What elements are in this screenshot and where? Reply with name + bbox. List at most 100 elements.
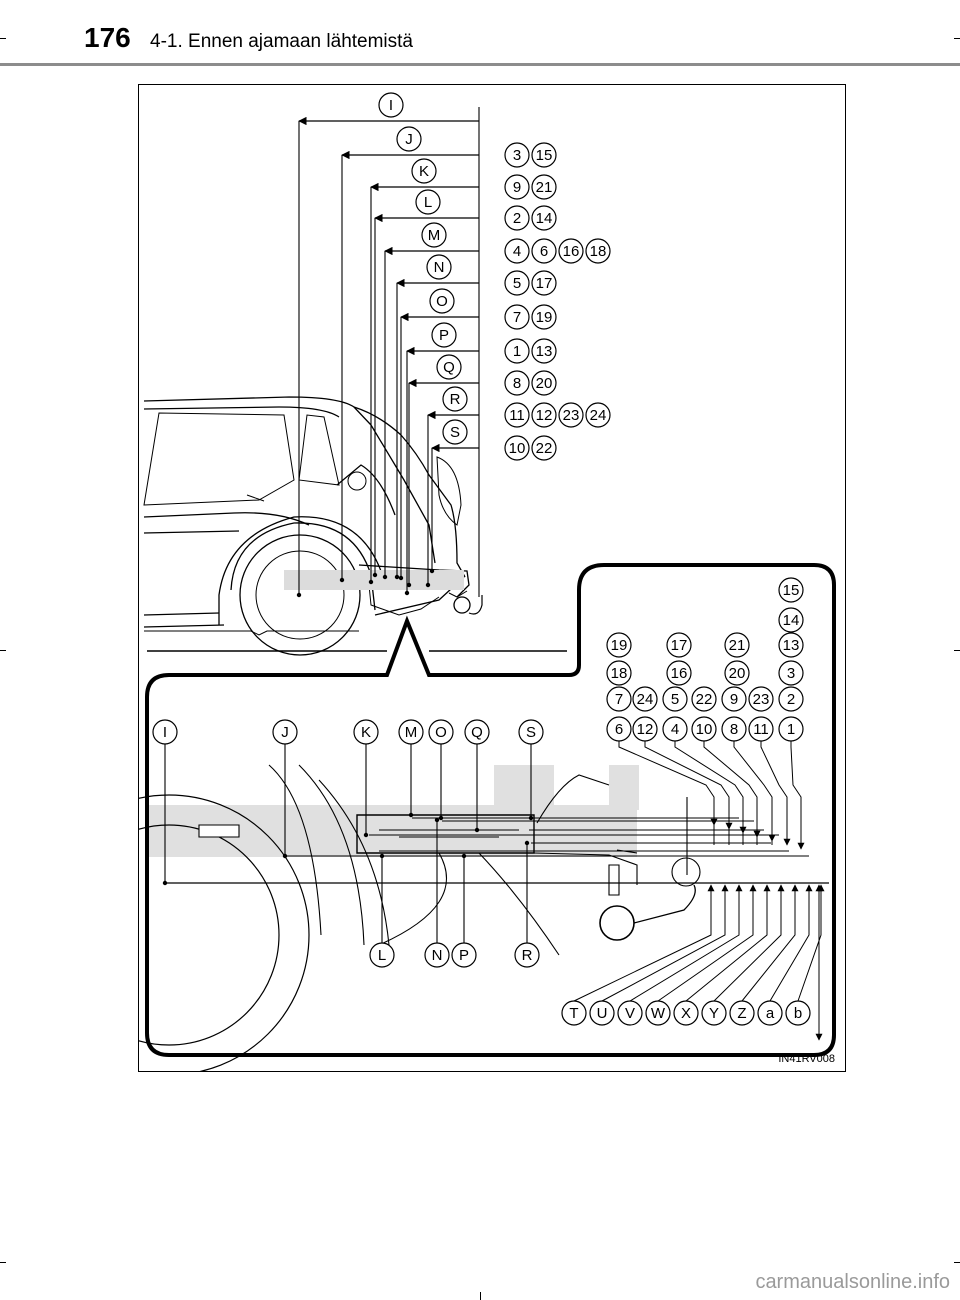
stack-number-17: 17 xyxy=(666,632,692,658)
row-letter-N: N xyxy=(426,254,452,280)
row-number-3-text: 3 xyxy=(513,147,521,164)
row-letter-P: P xyxy=(431,322,457,348)
row-number-18: 18 xyxy=(585,238,611,264)
row-number-8-circle xyxy=(504,370,530,396)
crop-mark xyxy=(954,1262,960,1263)
detail-point xyxy=(408,812,414,818)
row-letter-S-circle xyxy=(442,419,468,445)
measure-point xyxy=(429,568,435,574)
stack-number-4-text: 4 xyxy=(671,721,679,738)
stack-number-3: 3 xyxy=(778,660,804,686)
row-number-10-circle xyxy=(504,435,530,461)
stack-number-18-text: 18 xyxy=(611,665,628,682)
measure-point xyxy=(394,574,400,580)
row-number-15: 15 xyxy=(531,142,557,168)
row-letter-J-circle xyxy=(396,126,422,152)
bottom-letter-X: X xyxy=(673,1000,699,1026)
bottom-letter-T: T xyxy=(561,1000,587,1026)
row-number-11-text: 11 xyxy=(509,407,525,424)
row-number-18-circle xyxy=(585,238,611,264)
bottom-leader xyxy=(573,884,715,1002)
crop-mark xyxy=(954,38,960,39)
stack-number-13-circle xyxy=(778,632,804,658)
stack-number-19-text: 19 xyxy=(611,637,628,654)
row-number-16: 16 xyxy=(558,238,584,264)
row-number-1-text: 1 xyxy=(513,343,521,360)
bottom-leader xyxy=(713,884,785,1002)
row-number-15-circle xyxy=(531,142,557,168)
row-number-9: 9 xyxy=(504,174,530,200)
stack-number-21: 21 xyxy=(724,632,750,658)
row-number-23-circle xyxy=(558,402,584,428)
row-number-24-text: 24 xyxy=(590,407,607,424)
detail-letter-P-text: P xyxy=(459,947,469,964)
stack-number-16-circle xyxy=(666,660,692,686)
detail-letter-K: K xyxy=(353,719,379,745)
detail-letter-N-text: N xyxy=(432,947,443,964)
detail-letter-J-text: J xyxy=(281,724,289,741)
stack-number-22-circle xyxy=(691,686,717,712)
stack-number-2-circle xyxy=(778,686,804,712)
row-letter-S: S xyxy=(442,419,468,445)
stack-number-2: 2 xyxy=(778,686,804,712)
bottom-leader xyxy=(769,884,813,1002)
detail-letter-K-text: K xyxy=(361,724,371,741)
row-number-4-circle xyxy=(504,238,530,264)
detail-point xyxy=(524,840,530,846)
stack-number-20-text: 20 xyxy=(729,665,746,682)
row-number-21: 21 xyxy=(531,174,557,200)
detail-letter-L: L xyxy=(369,942,395,968)
bottom-letter-b: b xyxy=(785,1000,811,1026)
measure-point xyxy=(404,590,410,596)
row-number-6-circle xyxy=(531,238,557,264)
row-number-3-circle xyxy=(504,142,530,168)
row-number-17-text: 17 xyxy=(536,275,553,292)
measurement-drop-lines xyxy=(296,107,480,598)
row-number-12: 12 xyxy=(531,402,557,428)
bottom-letter-U: U xyxy=(589,1000,615,1026)
row-letter-R: R xyxy=(442,386,468,412)
row-number-10-text: 10 xyxy=(509,440,526,457)
measure-point xyxy=(368,579,374,585)
measure-point xyxy=(339,577,345,583)
row-number-5-circle xyxy=(504,270,530,296)
detail-point xyxy=(162,880,168,886)
row-number-13-circle xyxy=(531,338,557,364)
stack-number-8-text: 8 xyxy=(730,721,738,738)
row-number-21-text: 21 xyxy=(536,179,553,196)
bottom-letter-a-text: a xyxy=(766,1005,775,1022)
row-letter-I-text: I xyxy=(389,97,393,114)
row-number-19: 19 xyxy=(531,304,557,330)
row-number-9-text: 9 xyxy=(513,179,521,196)
stack-number-12: 12 xyxy=(632,716,658,742)
row-number-8: 8 xyxy=(504,370,530,396)
row-letter-N-text: N xyxy=(434,259,445,276)
detail-letter-L-text: L xyxy=(378,947,386,964)
row-letter-I-circle xyxy=(378,92,404,118)
measure-point xyxy=(296,592,302,598)
stack-number-15-circle xyxy=(778,577,804,603)
stack-number-24-circle xyxy=(632,686,658,712)
detail-letter-J: J xyxy=(272,719,298,745)
stack-number-13-text: 13 xyxy=(783,637,800,654)
bottom-letter-b-text: b xyxy=(794,1005,802,1022)
bottom-leader xyxy=(601,884,729,1002)
row-letter-M-text: M xyxy=(428,227,441,244)
row-letter-Q: Q xyxy=(436,354,462,380)
stack-number-9: 9 xyxy=(721,686,747,712)
stack-number-8: 8 xyxy=(721,716,747,742)
stack-number-6: 6 xyxy=(606,716,632,742)
stack-number-13: 13 xyxy=(778,632,804,658)
detail-letter-R-text: R xyxy=(522,947,533,964)
detail-point xyxy=(434,817,440,823)
row-number-10: 10 xyxy=(504,435,530,461)
bottom-letter-a: a xyxy=(757,1000,783,1026)
detail-point xyxy=(282,853,288,859)
stack-number-6-text: 6 xyxy=(615,721,623,738)
row-letter-O: O xyxy=(429,288,455,314)
stack-number-18: 18 xyxy=(606,660,632,686)
row-number-22-text: 22 xyxy=(536,440,553,457)
row-number-11: 11 xyxy=(504,402,530,428)
